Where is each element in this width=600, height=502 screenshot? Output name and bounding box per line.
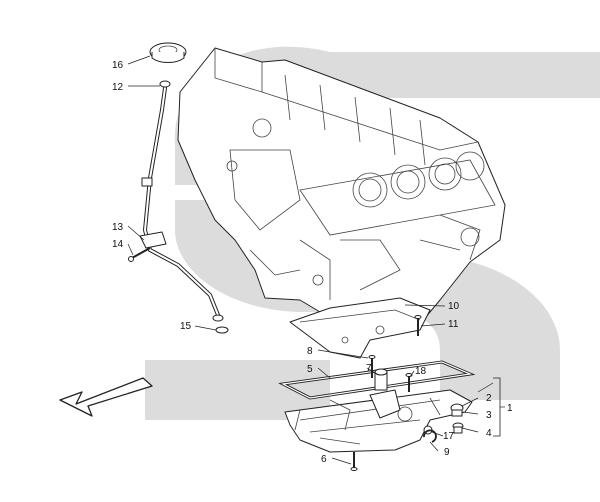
callout-labels: 16 12 13 14 15 10 11 8 5 7 18 2 1 3 17 4… bbox=[112, 60, 513, 465]
oil-pan bbox=[284, 389, 473, 453]
oil-pan-gasket bbox=[278, 360, 476, 400]
callout-13: 13 bbox=[112, 222, 124, 233]
bolt-14 bbox=[128, 247, 151, 262]
bolt-11 bbox=[414, 315, 422, 336]
callout-9: 9 bbox=[444, 447, 450, 458]
circlip-9 bbox=[423, 429, 437, 443]
baffle-plate bbox=[289, 297, 431, 359]
callout-17: 17 bbox=[443, 431, 455, 442]
callout-1: 1 bbox=[507, 403, 513, 414]
bolt-6 bbox=[350, 452, 358, 471]
engine-block bbox=[177, 47, 506, 319]
callout-4: 4 bbox=[486, 428, 492, 439]
callout-18: 18 bbox=[415, 366, 427, 377]
oil-pickup-7 bbox=[374, 368, 388, 391]
callout-16: 16 bbox=[112, 60, 124, 71]
callout-10: 10 bbox=[448, 301, 460, 312]
callout-3: 3 bbox=[486, 410, 492, 421]
dipstick-assembly bbox=[139, 80, 224, 322]
oil-filler-cap bbox=[149, 42, 187, 63]
leader-lines bbox=[127, 55, 505, 465]
callout-2: 2 bbox=[486, 393, 492, 404]
callout-8: 8 bbox=[307, 346, 313, 357]
callout-14: 14 bbox=[112, 239, 124, 250]
callout-6: 6 bbox=[321, 454, 327, 465]
washer-15 bbox=[215, 326, 229, 334]
callout-15: 15 bbox=[180, 321, 192, 332]
callout-11: 11 bbox=[448, 319, 459, 330]
callout-5: 5 bbox=[307, 364, 313, 375]
bolt-8 bbox=[368, 355, 376, 378]
callout-12: 12 bbox=[112, 82, 124, 93]
drain-plug-parts bbox=[450, 403, 464, 434]
callout-7: 7 bbox=[366, 363, 372, 374]
front-direction-arrow-icon bbox=[59, 377, 153, 417]
